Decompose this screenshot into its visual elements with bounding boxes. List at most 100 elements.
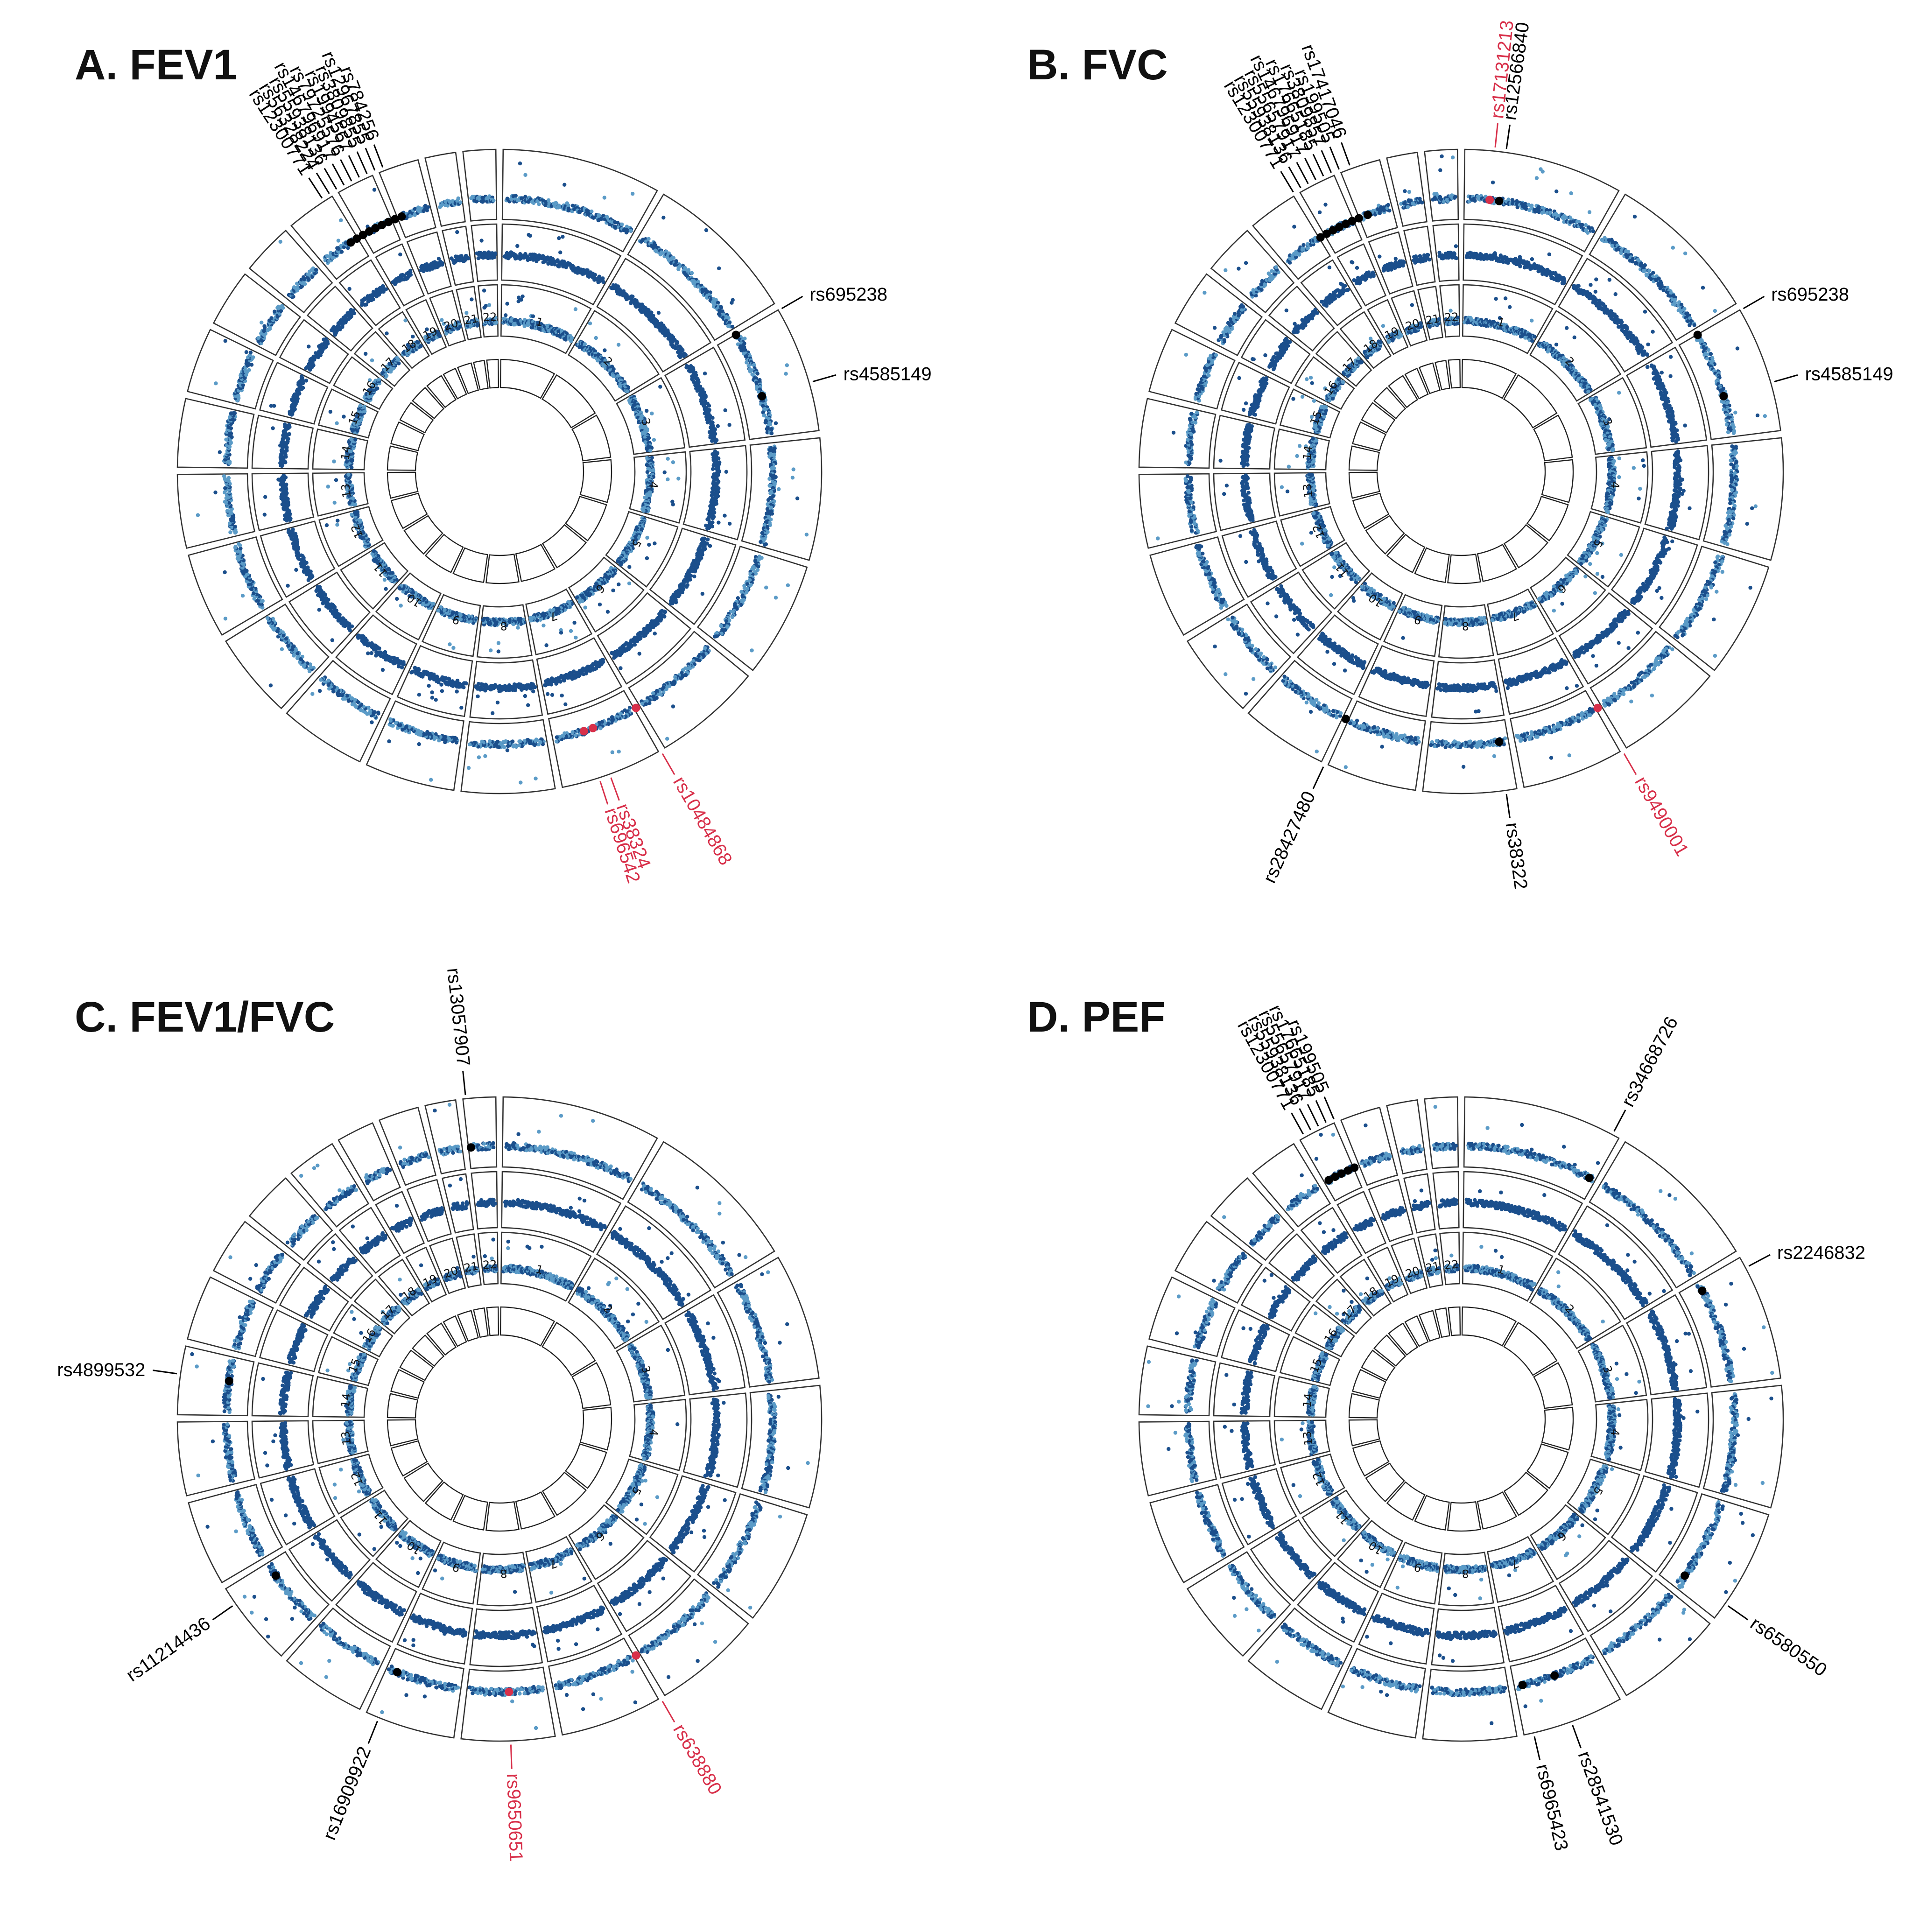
association-point [759,540,763,544]
association-point [610,651,614,655]
association-point [730,324,735,329]
association-point [300,374,304,379]
association-point [213,490,218,495]
association-point [483,754,487,759]
association-point [491,711,495,716]
chromosome-segment [176,473,256,549]
association-point [773,446,777,450]
chromosome-segment [288,571,371,654]
association-point [710,516,715,520]
association-point [558,250,563,254]
association-point [559,631,563,635]
association-point [196,513,200,517]
association-point [676,477,681,481]
association-point [573,307,578,311]
association-point [398,253,402,257]
association-point [528,618,533,623]
association-point [598,602,602,607]
association-point [723,513,727,518]
association-point [791,467,795,471]
association-point [795,496,800,500]
association-point [645,470,650,474]
association-point [466,766,471,770]
association-point [652,438,656,442]
association-point [616,559,620,563]
association-point [504,313,508,317]
association-point [713,440,717,444]
association-point [466,256,471,260]
association-point [317,688,322,693]
association-point [414,670,418,675]
association-point [631,295,635,299]
association-point [598,726,603,731]
association-point [784,372,788,376]
chromosome-segment [176,398,255,469]
chromosome-segment [366,700,464,791]
chromosome-segment [462,148,498,222]
track-ring-3 [312,284,687,659]
association-point [610,750,615,754]
association-point [387,739,391,744]
association-point [228,530,232,534]
chromosome-segment [460,719,556,794]
association-point [645,556,649,561]
chromosome-segment [696,545,808,671]
association-point [648,449,653,453]
association-point [717,520,721,525]
association-point [291,527,295,532]
association-point [716,301,720,305]
association-point [223,339,227,343]
association-point [456,196,460,201]
association-point [271,426,275,430]
association-point [668,602,673,606]
association-point [593,273,598,277]
association-point [736,596,740,600]
association-point [304,379,309,383]
association-point [619,562,623,567]
association-point [577,210,582,215]
association-point [557,236,561,240]
association-point [339,218,343,223]
association-point [804,533,809,537]
association-point [673,263,677,267]
association-point [744,354,748,358]
association-point [517,739,521,744]
association-point [671,460,675,464]
association-point [520,294,525,299]
association-point [772,450,777,454]
association-point [563,183,567,187]
association-point [369,651,373,655]
association-point [487,739,492,744]
association-point [785,363,789,367]
association-point [742,586,747,590]
association-point [265,616,270,620]
association-point [384,287,388,291]
association-point [316,585,320,589]
association-point [303,282,307,286]
association-point [537,202,541,206]
association-point [703,372,707,376]
association-point [651,691,655,696]
association-point [427,684,431,688]
association-point [440,689,444,693]
association-point [616,343,621,347]
association-point [723,408,727,413]
association-point [575,595,579,600]
association-point [755,568,760,572]
association-point [350,702,355,707]
association-point [287,432,291,436]
association-point [650,411,654,415]
association-point [666,477,670,482]
association-point [750,648,754,653]
association-point [647,542,651,547]
association-point [716,424,720,429]
association-point [287,528,291,532]
association-point [492,198,496,203]
association-point [666,457,670,461]
association-point [262,324,267,328]
association-point [627,565,632,569]
association-point [711,464,716,468]
association-point [730,301,734,305]
association-point [505,302,509,306]
